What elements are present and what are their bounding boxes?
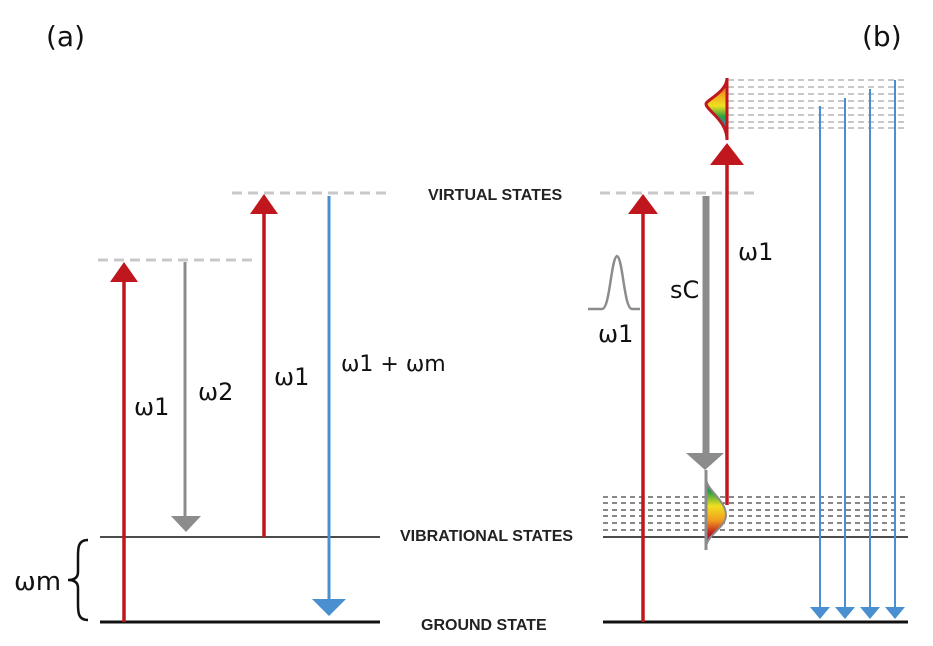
probe-label-a: ω1 — [274, 363, 309, 391]
pump-arrowhead-b — [628, 194, 658, 214]
probe-arrowhead-a — [250, 194, 278, 214]
anti-stokes-label-a: ω1 + ωm — [341, 352, 446, 377]
anti-stokes-arrowhead-b1 — [810, 607, 830, 619]
vibrational-manifold-b — [603, 496, 908, 531]
stokes-label-a: ω2 — [198, 378, 233, 406]
probe-label-b: ω1 — [738, 238, 773, 266]
stokes-arrowhead-a — [171, 516, 201, 532]
anti-stokes-arrowhead-b3 — [860, 607, 880, 619]
panel-b: ω1 sC ω1 — [588, 77, 908, 624]
pump-pulse-shape — [588, 254, 640, 311]
omega-m-label: ωm — [14, 567, 61, 597]
virtual-states-label: VIRTUAL STATES — [428, 187, 563, 204]
stokes-arrowhead-b — [686, 453, 724, 470]
pump-arrowhead-a1 — [110, 262, 138, 282]
pump-label-b: ω1 — [598, 320, 633, 348]
anti-stokes-arrowhead-b2 — [835, 607, 855, 619]
anti-stokes-arrowhead-a — [312, 599, 346, 616]
upper-virtual-manifold-b — [728, 79, 907, 129]
panel-label-a: (a) — [46, 20, 85, 53]
ground-state-label: GROUND STATE — [421, 617, 547, 634]
stokes-label-b: sC — [670, 276, 699, 304]
vibrational-coherence-pulse — [705, 477, 728, 549]
vibrational-states-label: VIBRATIONAL STATES — [400, 528, 573, 545]
panel-label-b: (b) — [862, 20, 902, 53]
panel-a: ωm ω1 ω2 ω1 ω1 + ωm — [14, 191, 446, 624]
anti-stokes-arrowhead-b4 — [885, 607, 905, 619]
omega-m-brace — [67, 538, 89, 622]
anti-stokes-pulse — [704, 77, 729, 141]
pump-label-a1: ω1 — [134, 393, 169, 421]
probe-arrowhead-b — [710, 143, 744, 165]
